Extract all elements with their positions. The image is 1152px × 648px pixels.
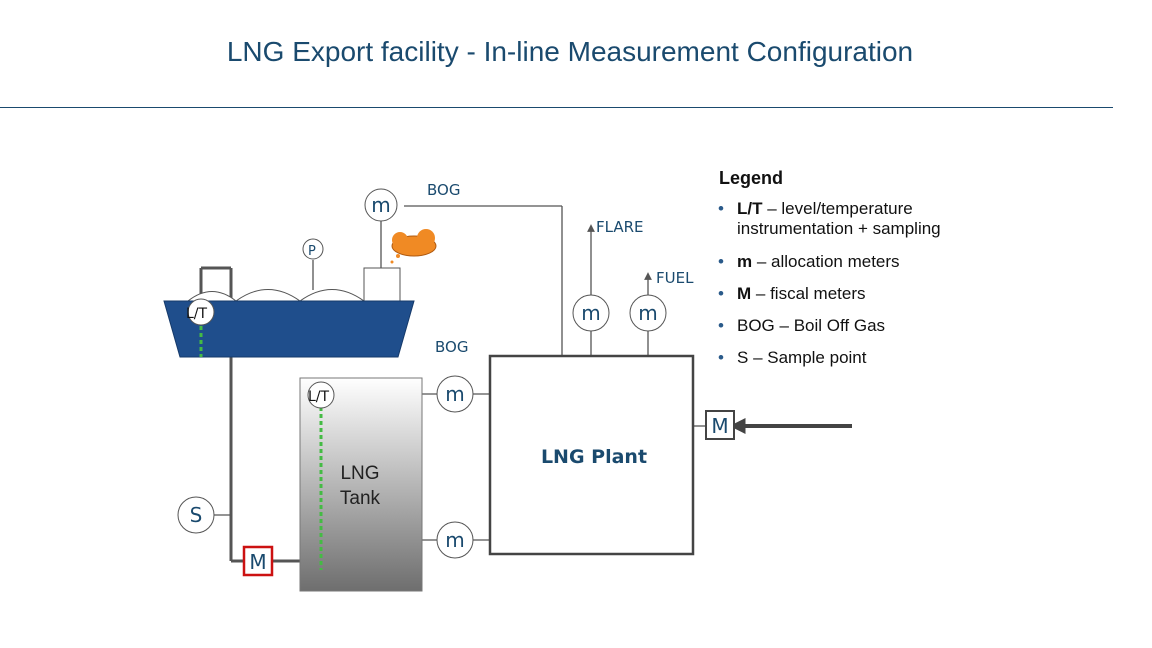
- legend-list: L/T – level/temperature instrumentation …: [708, 199, 968, 368]
- fiscal-meter-inlet-label: M: [711, 414, 728, 438]
- lng-tank: [299, 377, 423, 592]
- ship-tank-dome-3: [298, 289, 366, 302]
- meter-flare: [572, 294, 610, 332]
- meter-flare-label: m: [581, 301, 600, 325]
- sample-point-label: S: [190, 503, 203, 527]
- tank-lt-label: L/T: [308, 389, 330, 405]
- meter-fuel-label: m: [638, 301, 657, 325]
- lng-plant-box: [488, 354, 695, 556]
- ship-hull: [163, 300, 415, 358]
- sample-point: [177, 496, 215, 534]
- pressure-gauge: [302, 238, 324, 260]
- meter-ship-bog: [364, 188, 398, 222]
- tank-lt-sensor: [307, 381, 335, 409]
- legend: Legend L/T – level/temperature instrumen…: [708, 168, 968, 368]
- ship-bridge: [363, 267, 401, 302]
- meter-tank-bog-label: m: [445, 382, 464, 406]
- legend-item-lt: L/T – level/temperature instrumentation …: [708, 199, 968, 239]
- legend-item-M: M – fiscal meters: [708, 284, 968, 304]
- lng-plant-label: LNG Plant: [541, 446, 647, 468]
- legend-item-s: S – Sample point: [708, 348, 968, 368]
- legend-title: Legend: [719, 168, 784, 188]
- tank-label-line1: LNG: [340, 463, 379, 484]
- meter-tank-out: [436, 521, 474, 559]
- pressure-label: P: [308, 244, 316, 259]
- fiscal-meter-ship-label: M: [249, 550, 266, 574]
- lng-carrier-ship: [163, 267, 415, 358]
- meter-tank-out-label: m: [445, 528, 464, 552]
- page-title: LNG Export facility - In-line Measuremen…: [226, 36, 914, 67]
- ship-tank-dome-1: [186, 291, 238, 302]
- ship-lt-label: L/T: [186, 306, 208, 322]
- meter-fuel: [629, 294, 667, 332]
- meter-ship-bog-label: m: [371, 193, 390, 217]
- fiscal-meter-inlet: [705, 410, 735, 440]
- bog-top-label: BOG: [427, 181, 460, 199]
- fuel-label: FUEL: [656, 269, 694, 287]
- ship-lt-sensor: [187, 298, 215, 326]
- fiscal-meter-ship: [242, 545, 274, 577]
- flare-cloud-icon: [390, 229, 437, 264]
- tank-label-line2: Tank: [340, 488, 381, 509]
- legend-item-m: m – allocation meters: [708, 252, 968, 272]
- bog-mid-label: BOG: [435, 338, 468, 356]
- legend-item-bog: BOG – Boil Off Gas: [708, 316, 968, 336]
- title-divider: [0, 107, 1113, 108]
- flare-label: FLARE: [596, 218, 644, 236]
- meter-tank-bog: [436, 375, 474, 413]
- ship-tank-dome-2: [234, 289, 302, 302]
